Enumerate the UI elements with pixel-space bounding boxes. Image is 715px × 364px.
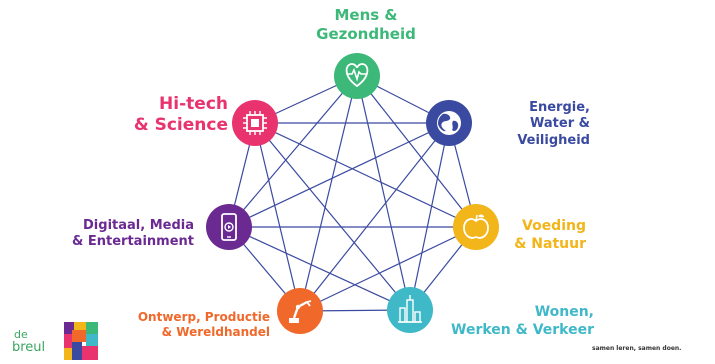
edge-wonen-hitech — [254, 122, 411, 311]
edge-voeding-ontwerp — [299, 226, 477, 312]
node-circle-voeding — [453, 204, 499, 250]
node-energie — [426, 100, 472, 146]
robot-arm-icon — [289, 300, 312, 323]
edge-mens-ontwerp — [299, 75, 358, 312]
node-circle-mens — [334, 53, 380, 99]
breul-logo-text: de breul — [12, 328, 46, 355]
node-circle-ontwerp — [277, 288, 323, 334]
label-hitech-science: Hi-tech& Science — [133, 94, 228, 136]
edge-wonen-digi — [228, 226, 411, 311]
node-circle-wonen — [387, 287, 433, 333]
edge-mens-wonen — [356, 75, 411, 311]
node-digi — [206, 204, 252, 250]
edge-energie-wonen — [409, 122, 450, 311]
label-voeding-natuur: Voeding& Natuur — [514, 218, 586, 252]
city-icon — [398, 295, 422, 323]
edge-voeding-hitech — [254, 122, 477, 228]
chip-icon — [243, 111, 267, 135]
heart-pulse-icon — [345, 63, 369, 88]
edge-mens-voeding — [356, 75, 477, 228]
globe-icon — [437, 111, 461, 135]
label-mens-gezondheid: Mens &Gezondheid — [316, 6, 416, 43]
node-mens — [334, 53, 380, 99]
edge-energie-ontwerp — [299, 122, 450, 312]
breul-logo-mark — [64, 322, 98, 360]
node-wonen — [387, 287, 433, 333]
apple-icon — [463, 214, 489, 239]
node-hitech — [232, 100, 278, 146]
edge-ontwerp-hitech — [254, 122, 301, 312]
edge-mens-digi — [228, 75, 358, 228]
label-ontwerp-productie-wereldhandel: Ontwerp, Productie& Wereldhandel — [137, 310, 270, 339]
node-voeding — [453, 204, 499, 250]
slogan-text: samen leren, samen doen. — [592, 345, 682, 352]
edge-energie-digi — [228, 122, 450, 228]
label-digitaal-media-entertainment: Digitaal, Media& Entertainment — [72, 218, 194, 250]
smartphone-icon — [221, 213, 237, 241]
node-ontwerp — [277, 288, 323, 334]
label-energie-water-veiligheid: Energie,Water &Veiligheid — [517, 100, 590, 148]
label-wonen-werken-verkeer: Wonen,Werken & Verkeer — [451, 304, 594, 338]
